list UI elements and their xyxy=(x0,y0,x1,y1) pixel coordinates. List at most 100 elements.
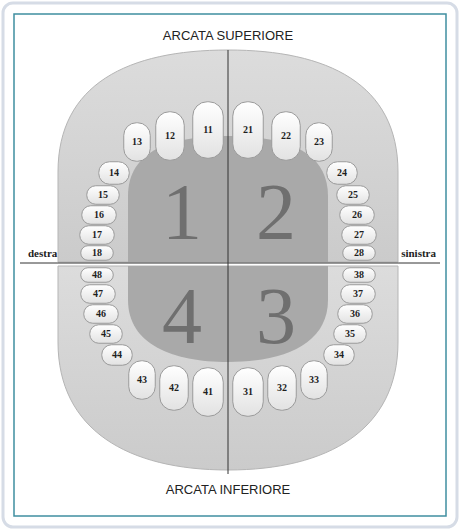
tooth-number: 12 xyxy=(165,131,175,141)
tooth-number: 41 xyxy=(203,387,213,397)
tooth-outline xyxy=(84,305,119,324)
tooth-outline xyxy=(156,112,185,161)
tooth: 34 xyxy=(323,344,355,366)
tooth-outline xyxy=(337,186,370,205)
tooth: 11 xyxy=(192,101,224,159)
tooth: 15 xyxy=(86,185,120,205)
tooth-number: 28 xyxy=(354,248,364,258)
tooth-number: 25 xyxy=(348,190,358,200)
tooth-number: 47 xyxy=(93,289,103,299)
tooth: 38 xyxy=(342,267,376,283)
tooth-number: 43 xyxy=(137,375,147,385)
tooth-number: 36 xyxy=(350,309,360,319)
tooth: 42 xyxy=(159,365,189,411)
horizontal-divider xyxy=(20,263,440,264)
tooth-number: 32 xyxy=(277,383,287,393)
tooth-outline xyxy=(81,246,114,261)
tooth-number: 14 xyxy=(109,168,119,178)
tooth-number: 18 xyxy=(92,248,102,258)
tooth-outline xyxy=(129,361,156,400)
tooth-outline xyxy=(342,226,377,245)
outer-frame xyxy=(3,3,457,527)
tooth: 27 xyxy=(341,225,377,245)
tooth: 13 xyxy=(123,122,151,162)
tooth-outline xyxy=(160,366,189,411)
tooth-outline xyxy=(340,206,375,225)
tooth: 46 xyxy=(83,304,119,324)
tooth-outline xyxy=(80,226,115,245)
tooth: 36 xyxy=(337,304,373,324)
tooth-outline xyxy=(272,112,301,161)
arch-heading: ARCATA INFERIORE xyxy=(166,483,290,496)
quadrant-number: 2 xyxy=(256,172,296,252)
tooth-number: 44 xyxy=(112,350,122,360)
tooth: 26 xyxy=(339,205,375,225)
tooth-number: 35 xyxy=(345,329,355,339)
inner-frame xyxy=(14,14,446,516)
tooth: 21 xyxy=(232,101,264,159)
quadrant-number: 1 xyxy=(162,172,202,252)
tooth-outline xyxy=(268,366,297,411)
tooth: 23 xyxy=(305,122,333,162)
tooth-outline xyxy=(81,285,116,304)
tooth-number: 26 xyxy=(352,210,362,220)
tooth-number: 11 xyxy=(203,125,212,135)
tooth-outline xyxy=(324,345,355,366)
tooth-number: 24 xyxy=(337,168,347,178)
tooth-outline xyxy=(341,285,376,304)
tooth: 32 xyxy=(267,365,297,411)
tooth: 28 xyxy=(342,245,376,261)
tooth-number: 22 xyxy=(281,131,291,141)
tooth-number: 38 xyxy=(354,270,364,280)
tooth: 35 xyxy=(333,324,367,344)
tooth-number: 42 xyxy=(169,383,179,393)
tooth-number: 45 xyxy=(101,329,111,339)
tooth-outline xyxy=(334,325,367,344)
tooth-outline xyxy=(343,268,376,283)
tooth: 47 xyxy=(80,284,116,304)
tooth: 18 xyxy=(80,245,114,261)
tooth: 22 xyxy=(271,111,301,161)
tooth-outline xyxy=(233,368,264,417)
tooth-number: 46 xyxy=(96,309,106,319)
tooth-outline xyxy=(233,102,264,159)
tooth: 16 xyxy=(81,205,117,225)
tooth: 25 xyxy=(336,185,370,205)
side-label: destra xyxy=(28,248,57,259)
tooth-number: 37 xyxy=(353,289,363,299)
tooth: 12 xyxy=(155,111,185,161)
arch-heading: ARCATA SUPERIORE xyxy=(163,29,293,42)
tooth-number: 33 xyxy=(309,375,319,385)
tooth-outline xyxy=(301,361,328,400)
tooth-number: 31 xyxy=(243,387,253,397)
tooth-number: 48 xyxy=(92,270,102,280)
midline xyxy=(228,50,229,474)
tooth-number: 23 xyxy=(314,137,324,147)
tooth-number: 13 xyxy=(132,137,142,147)
quadrant-number: 4 xyxy=(162,276,202,356)
tooth-outline xyxy=(193,102,224,159)
tooth: 43 xyxy=(128,360,156,400)
tooth-outline xyxy=(338,305,373,324)
tooth: 17 xyxy=(79,225,115,245)
tooth: 24 xyxy=(326,161,358,185)
tooth-outline xyxy=(327,162,358,185)
tooth: 14 xyxy=(98,161,130,185)
tooth-outline xyxy=(193,368,224,417)
tooth-number: 15 xyxy=(98,190,108,200)
tooth-outline xyxy=(82,206,117,225)
tooth-outline xyxy=(81,268,114,283)
tooth-outline xyxy=(99,162,130,185)
tooth-number: 34 xyxy=(334,350,344,360)
tooth-outline xyxy=(306,123,333,162)
tooth-outline xyxy=(90,325,123,344)
tooth-number: 27 xyxy=(354,230,364,240)
side-label: sinistra xyxy=(401,248,436,259)
tooth: 33 xyxy=(300,360,328,400)
tooth: 37 xyxy=(340,284,376,304)
tooth-outline xyxy=(124,123,151,162)
tooth-outline xyxy=(343,246,376,261)
tooth: 45 xyxy=(89,324,123,344)
tooth: 41 xyxy=(192,367,224,417)
